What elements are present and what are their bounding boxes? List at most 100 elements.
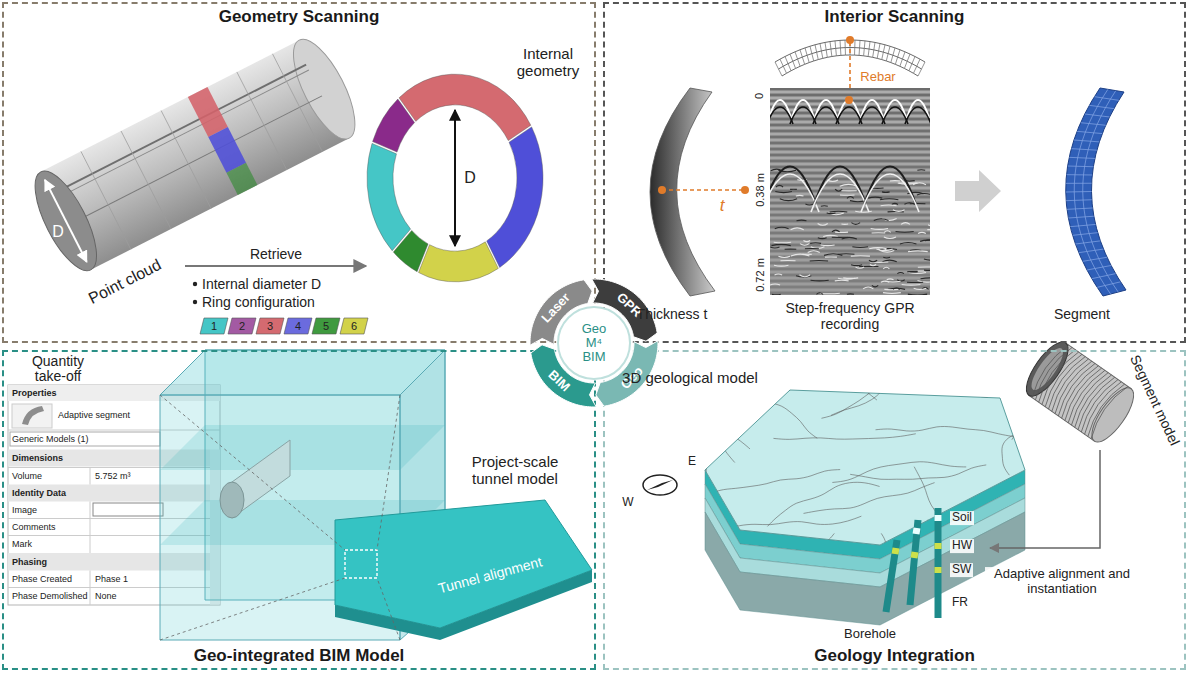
illustration-part: [22, 406, 44, 425]
illustration-part: [770, 262, 930, 263]
illustration-part: [93, 503, 163, 516]
illustration-part: [917, 281, 930, 283]
illustration-part: [1069, 157, 1095, 158]
illustration-part: [705, 390, 1025, 545]
illustration-part: [1083, 91, 1118, 292]
segment-shape: [524, 273, 664, 413]
illustration-part: [770, 211, 930, 212]
illustration-part: [1083, 257, 1107, 261]
illustration-part: [770, 208, 930, 209]
illustration-part: [908, 294, 927, 295]
callout-number: 4: [295, 320, 301, 333]
illustration-part: [770, 163, 930, 164]
illustration-part: [884, 237, 896, 238]
illustration-part: [811, 280, 829, 282]
illustration-part: [805, 248, 819, 249]
hub-text: BIM: [582, 350, 605, 364]
illustration-part: [770, 100, 791, 118]
illustration-part: [772, 294, 781, 295]
illustration-part: [1080, 378, 1122, 434]
table-cell: None: [95, 591, 117, 601]
illustration-part: [1071, 149, 1097, 150]
illustration-part: [916, 528, 917, 534]
illustration-part: [907, 100, 929, 118]
illustration-part: [770, 250, 930, 251]
illustration-part: [896, 231, 914, 233]
illustration-part: [901, 223, 910, 225]
illustration-part: [935, 543, 942, 549]
cycle-arrow-segment: BIM: [524, 273, 664, 413]
illustration-part: [773, 434, 915, 440]
panel: Geo-integrated BIM Model: [2, 350, 596, 670]
illustration-part: [796, 195, 804, 197]
cycle-arrow-segment: GPR: [524, 273, 664, 413]
illustration-part: [890, 180, 900, 181]
illustration-part: [897, 280, 905, 281]
ring-config-cell: [312, 318, 340, 334]
illustration-part: [871, 228, 888, 230]
illustration-part: [770, 136, 930, 137]
illustration-part: [1053, 360, 1095, 416]
illustration-part: [1044, 353, 1086, 409]
illustration-part: [883, 292, 901, 294]
illustration-part: [772, 244, 791, 245]
illustration-part: [821, 244, 835, 246]
illustration-part: [1067, 208, 1093, 209]
illustration-part: [780, 260, 795, 261]
illustration-part: [10, 432, 160, 446]
illustration-part: [774, 265, 788, 267]
part-label: Project-scale tunnel model: [453, 453, 578, 488]
illustration-part: [835, 280, 849, 282]
segment-arrow: [531, 345, 596, 407]
panel-title: Geometry Scanning: [4, 7, 594, 27]
illustration-part: [990, 450, 1100, 548]
illustration-part: [800, 275, 811, 277]
illustration-part: [832, 230, 840, 232]
dimension-label: D: [52, 223, 64, 241]
illustration-part: [770, 196, 930, 197]
illustration-part: [770, 130, 930, 131]
illustration-part: [975, 466, 1042, 541]
illustration-part: [806, 533, 885, 600]
illustration-part: [780, 199, 797, 201]
table-cell: Properties: [12, 388, 57, 398]
illustration-part: [805, 204, 813, 205]
illustration-part: [861, 174, 919, 212]
illustration-part: [1077, 131, 1102, 133]
part-label: Rebar: [860, 70, 895, 85]
illustration-part: [12, 404, 52, 428]
illustration-part: [1079, 249, 1104, 253]
illustration-part: [818, 224, 828, 226]
illustration-part: [895, 548, 896, 554]
table-cell: Adaptive segment: [58, 410, 130, 420]
illustration-part: [775, 227, 789, 228]
illustration-part: [927, 229, 930, 230]
illustration-part: [770, 202, 930, 203]
illustration-part: [861, 100, 883, 118]
illustration-part: [770, 94, 930, 95]
illustration-part: [770, 235, 930, 236]
part-label: Internal geometry: [508, 45, 588, 80]
axis-tick: 0.72 m: [754, 258, 767, 292]
layer-label: FR: [950, 596, 970, 610]
illustration-part: [881, 204, 897, 206]
illustration-part: [868, 197, 882, 199]
illustration-part: [887, 278, 894, 280]
illustration-part: [1094, 97, 1118, 101]
illustration-part: [785, 249, 797, 250]
illustration-part: [1066, 183, 1092, 184]
illustration-part: [90, 502, 91, 554]
illustration-part: [859, 266, 878, 267]
illustration-part: [883, 267, 889, 269]
illustration-part: [1087, 265, 1111, 270]
ring-config-cell: [228, 318, 256, 334]
step-label: Adaptive alignment and instantiation: [985, 567, 1139, 597]
illustration-part: [823, 235, 838, 236]
illustration-part: [160, 350, 445, 395]
illustration-part: [770, 229, 930, 230]
illustration-part: [851, 255, 870, 257]
ring-segment-shape: [367, 143, 411, 250]
illustration-part: [778, 256, 790, 257]
part-label: Segment: [1054, 306, 1110, 322]
callout-number: 5: [323, 320, 329, 333]
